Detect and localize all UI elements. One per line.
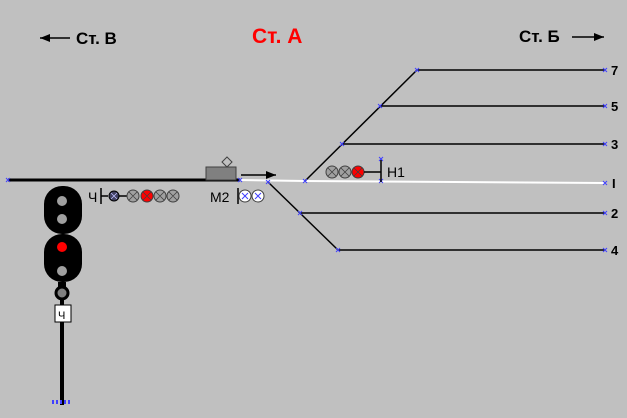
signal-ring-icon: [54, 285, 70, 301]
lamp-off-icon: [57, 196, 67, 206]
train-icon[interactable]: [205, 156, 237, 181]
shunting-signal-m2[interactable]: М2: [210, 188, 265, 205]
track-5-label: 5: [611, 99, 618, 114]
track-3-label: 3: [611, 137, 618, 152]
shunting-signal-label: М2: [210, 189, 230, 205]
signal-plate-label: Ч: [58, 310, 65, 322]
node-markers: [5, 67, 608, 253]
left-direction: Ст. В: [40, 29, 117, 48]
exit-signal-label: Н1: [387, 164, 405, 180]
signal-head-upper: [44, 186, 82, 234]
track-7-label: 7: [611, 63, 618, 78]
signal-head-lower: [44, 234, 82, 282]
lower-ladder[interactable]: [267, 181, 339, 251]
track-4-label: 4: [611, 243, 619, 258]
right-direction: Ст. Б: [519, 27, 604, 46]
lamp-red-icon: [57, 242, 67, 252]
lamp-off-icon: [57, 214, 67, 224]
upper-ladder[interactable]: [304, 69, 418, 182]
signal-plate: [54, 304, 72, 323]
station-title: Ст. А: [252, 25, 302, 48]
lamp-off-icon: [57, 266, 67, 276]
entrance-signal-label: Ч: [88, 189, 97, 205]
mast-signal[interactable]: Ч: [44, 186, 82, 405]
right-direction-label: Ст. Б: [519, 27, 560, 46]
track-1-line[interactable]: [304, 180, 606, 184]
exit-signal-h1[interactable]: Н1: [325, 160, 405, 182]
diamond-icon: [221, 156, 233, 168]
left-direction-label: Ст. В: [76, 29, 117, 48]
route-section[interactable]: [239, 179, 306, 182]
track-1-label: I: [612, 176, 616, 191]
track-2-label: 2: [611, 206, 618, 221]
entrance-signal-ch[interactable]: Ч: [88, 188, 180, 205]
